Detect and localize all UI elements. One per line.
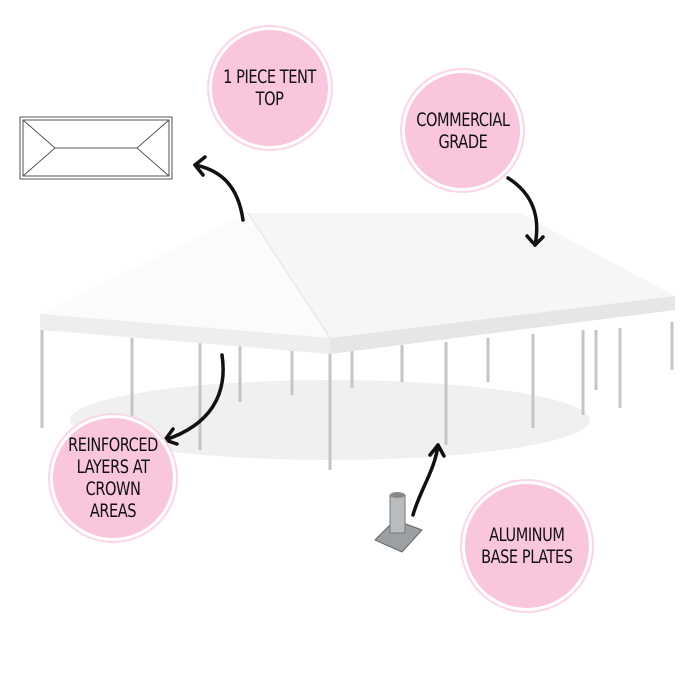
badge-label: ALUMINUM BASE PLATES [481, 524, 573, 568]
badge-label: REINFORCED LAYERS AT CROWN AREAS [68, 434, 158, 522]
base-plate-image [374, 492, 423, 553]
badge-commercial-grade: COMMERCIAL GRADE [405, 73, 520, 188]
badge-reinforced-crown: REINFORCED LAYERS AT CROWN AREAS [53, 418, 173, 538]
arrows [163, 155, 545, 517]
tent-roof [40, 212, 675, 354]
tent-poles [40, 322, 674, 470]
badge-label: COMMERCIAL GRADE [415, 108, 510, 153]
badge-one-piece-top: 1 PIECE TENT TOP [212, 30, 328, 146]
badge-aluminum-base-plates: ALUMINUM BASE PLATES [465, 484, 589, 608]
badge-label: 1 PIECE TENT TOP [223, 66, 317, 110]
tent-top-diagram [19, 116, 173, 180]
